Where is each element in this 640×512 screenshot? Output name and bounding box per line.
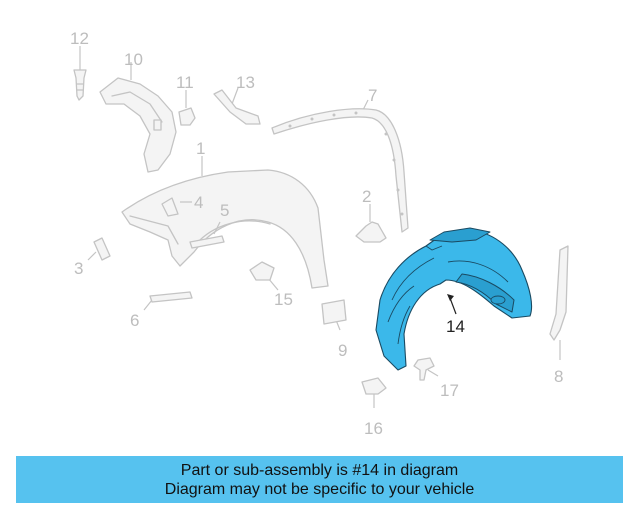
- callout-6: 6: [130, 311, 139, 330]
- info-banner: Part or sub-assembly is #14 in diagram D…: [16, 456, 623, 503]
- callout-14: 14: [446, 317, 465, 336]
- callout-1: 1: [196, 139, 205, 158]
- banner-line-disclaimer: Diagram may not be specific to your vehi…: [164, 480, 475, 498]
- part-3-trim: [87, 237, 111, 261]
- part-10-bracket: [99, 62, 177, 173]
- callout-15: 15: [274, 290, 293, 309]
- callout-2: 2: [362, 187, 371, 206]
- part-7-molding: [271, 99, 409, 233]
- callout-3: 3: [74, 259, 83, 278]
- part-2-bracket: [355, 204, 387, 243]
- callout-13: 13: [236, 73, 255, 92]
- part-5-emblem: [189, 221, 225, 249]
- part-13-bracket: [213, 87, 261, 125]
- part-8-strip: [549, 245, 569, 360]
- part-12-push-pin: [73, 46, 87, 101]
- part-16-clip: [361, 377, 387, 408]
- part-4-clip: [161, 197, 192, 217]
- callout-7: 7: [368, 86, 377, 105]
- callout-labels: 12 10 11 13 7 1 4 5 2 3 15 6 14 9 8 17 1…: [70, 29, 563, 438]
- callout-12: 12: [70, 29, 89, 48]
- part-14-fender-liner[interactable]: [375, 227, 533, 371]
- callout-10: 10: [124, 50, 143, 69]
- callout-16: 16: [364, 419, 383, 438]
- callout-8: 8: [554, 367, 563, 386]
- banner-line-part: Part or sub-assembly is #14 in diagram: [180, 461, 459, 479]
- part-9-pad: [321, 299, 347, 331]
- callout-17: 17: [440, 381, 459, 400]
- part-6-rod: [143, 291, 193, 311]
- callout-11: 11: [176, 73, 194, 92]
- part-15-clip: [249, 261, 279, 291]
- part-11-clip: [178, 90, 196, 126]
- callout-5: 5: [220, 201, 229, 220]
- part-1-fender: [121, 156, 329, 289]
- callout-4: 4: [194, 193, 203, 212]
- part-17-fastener: [413, 357, 439, 381]
- callout-9: 9: [338, 341, 347, 360]
